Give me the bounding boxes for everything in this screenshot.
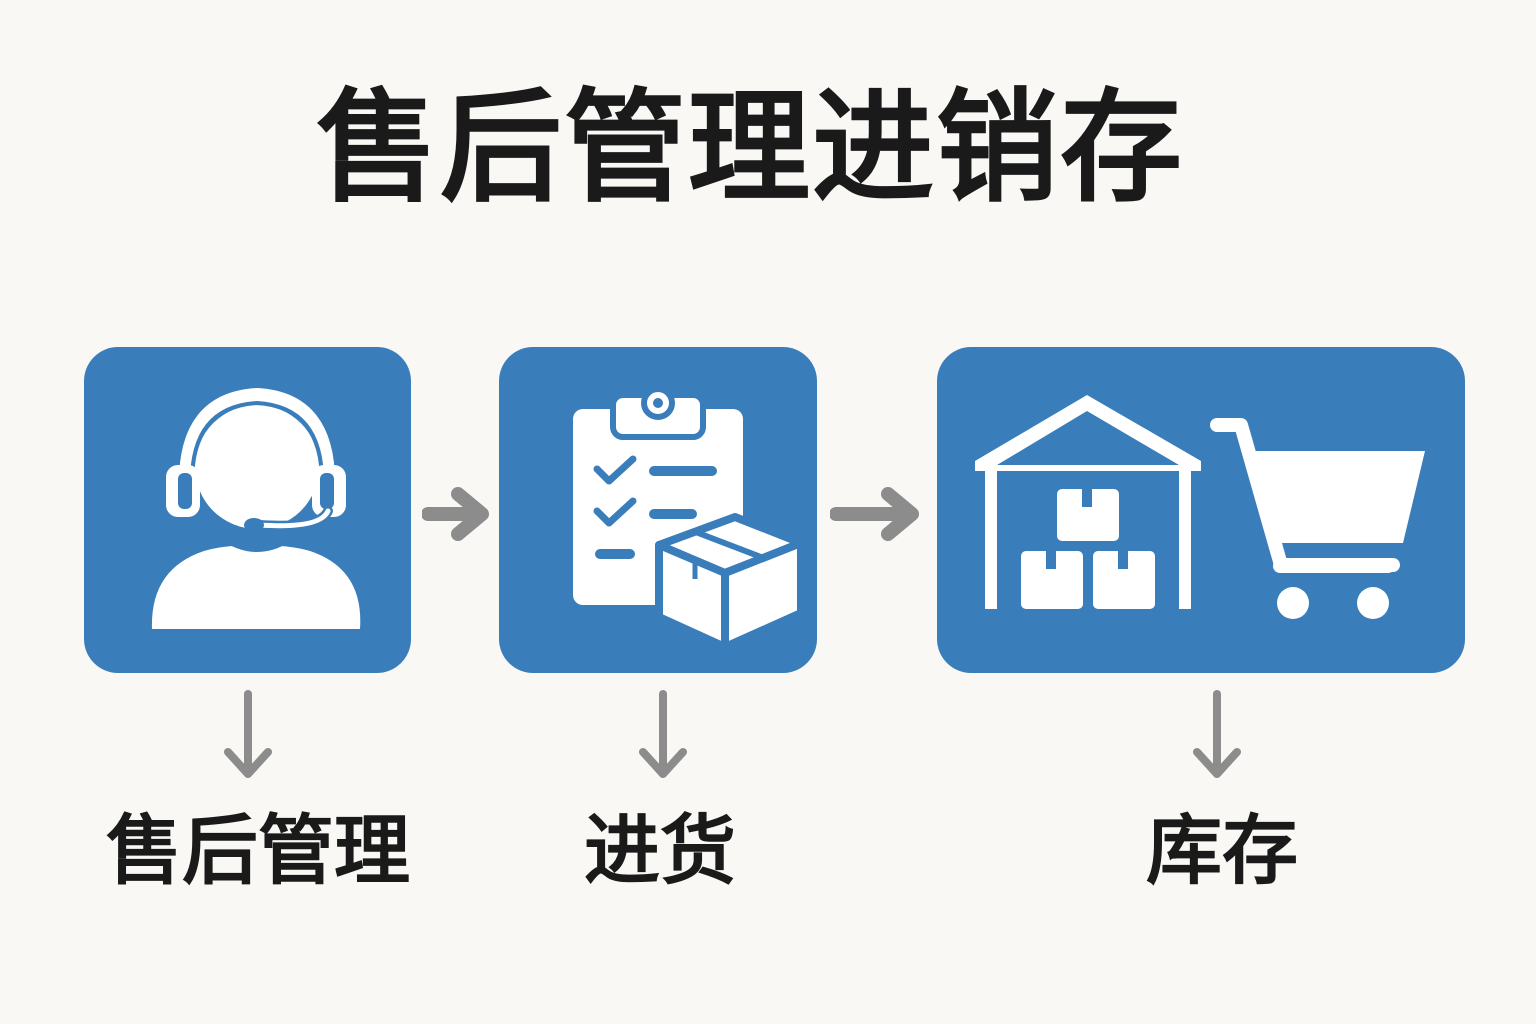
down-arrow-icon — [1193, 690, 1241, 778]
headset-agent-icon — [151, 387, 361, 629]
step-label-purchasing: 进货 — [584, 806, 736, 895]
diagram-title: 售后管理进销存 — [316, 77, 1184, 219]
step-label-inventory: 库存 — [1146, 806, 1298, 895]
right-arrow-icon — [422, 487, 489, 541]
right-arrow-icon — [830, 487, 919, 541]
down-arrow-icon — [639, 690, 687, 778]
clipboard-checklist-box-icon — [573, 386, 805, 651]
card-purchasing — [499, 347, 817, 673]
card-after-sales — [84, 347, 411, 673]
card-inventory — [937, 347, 1465, 673]
warehouse-cart-icon — [975, 395, 1425, 619]
step-label-after-sales: 售后管理 — [106, 806, 410, 895]
down-arrow-icon — [224, 690, 272, 778]
